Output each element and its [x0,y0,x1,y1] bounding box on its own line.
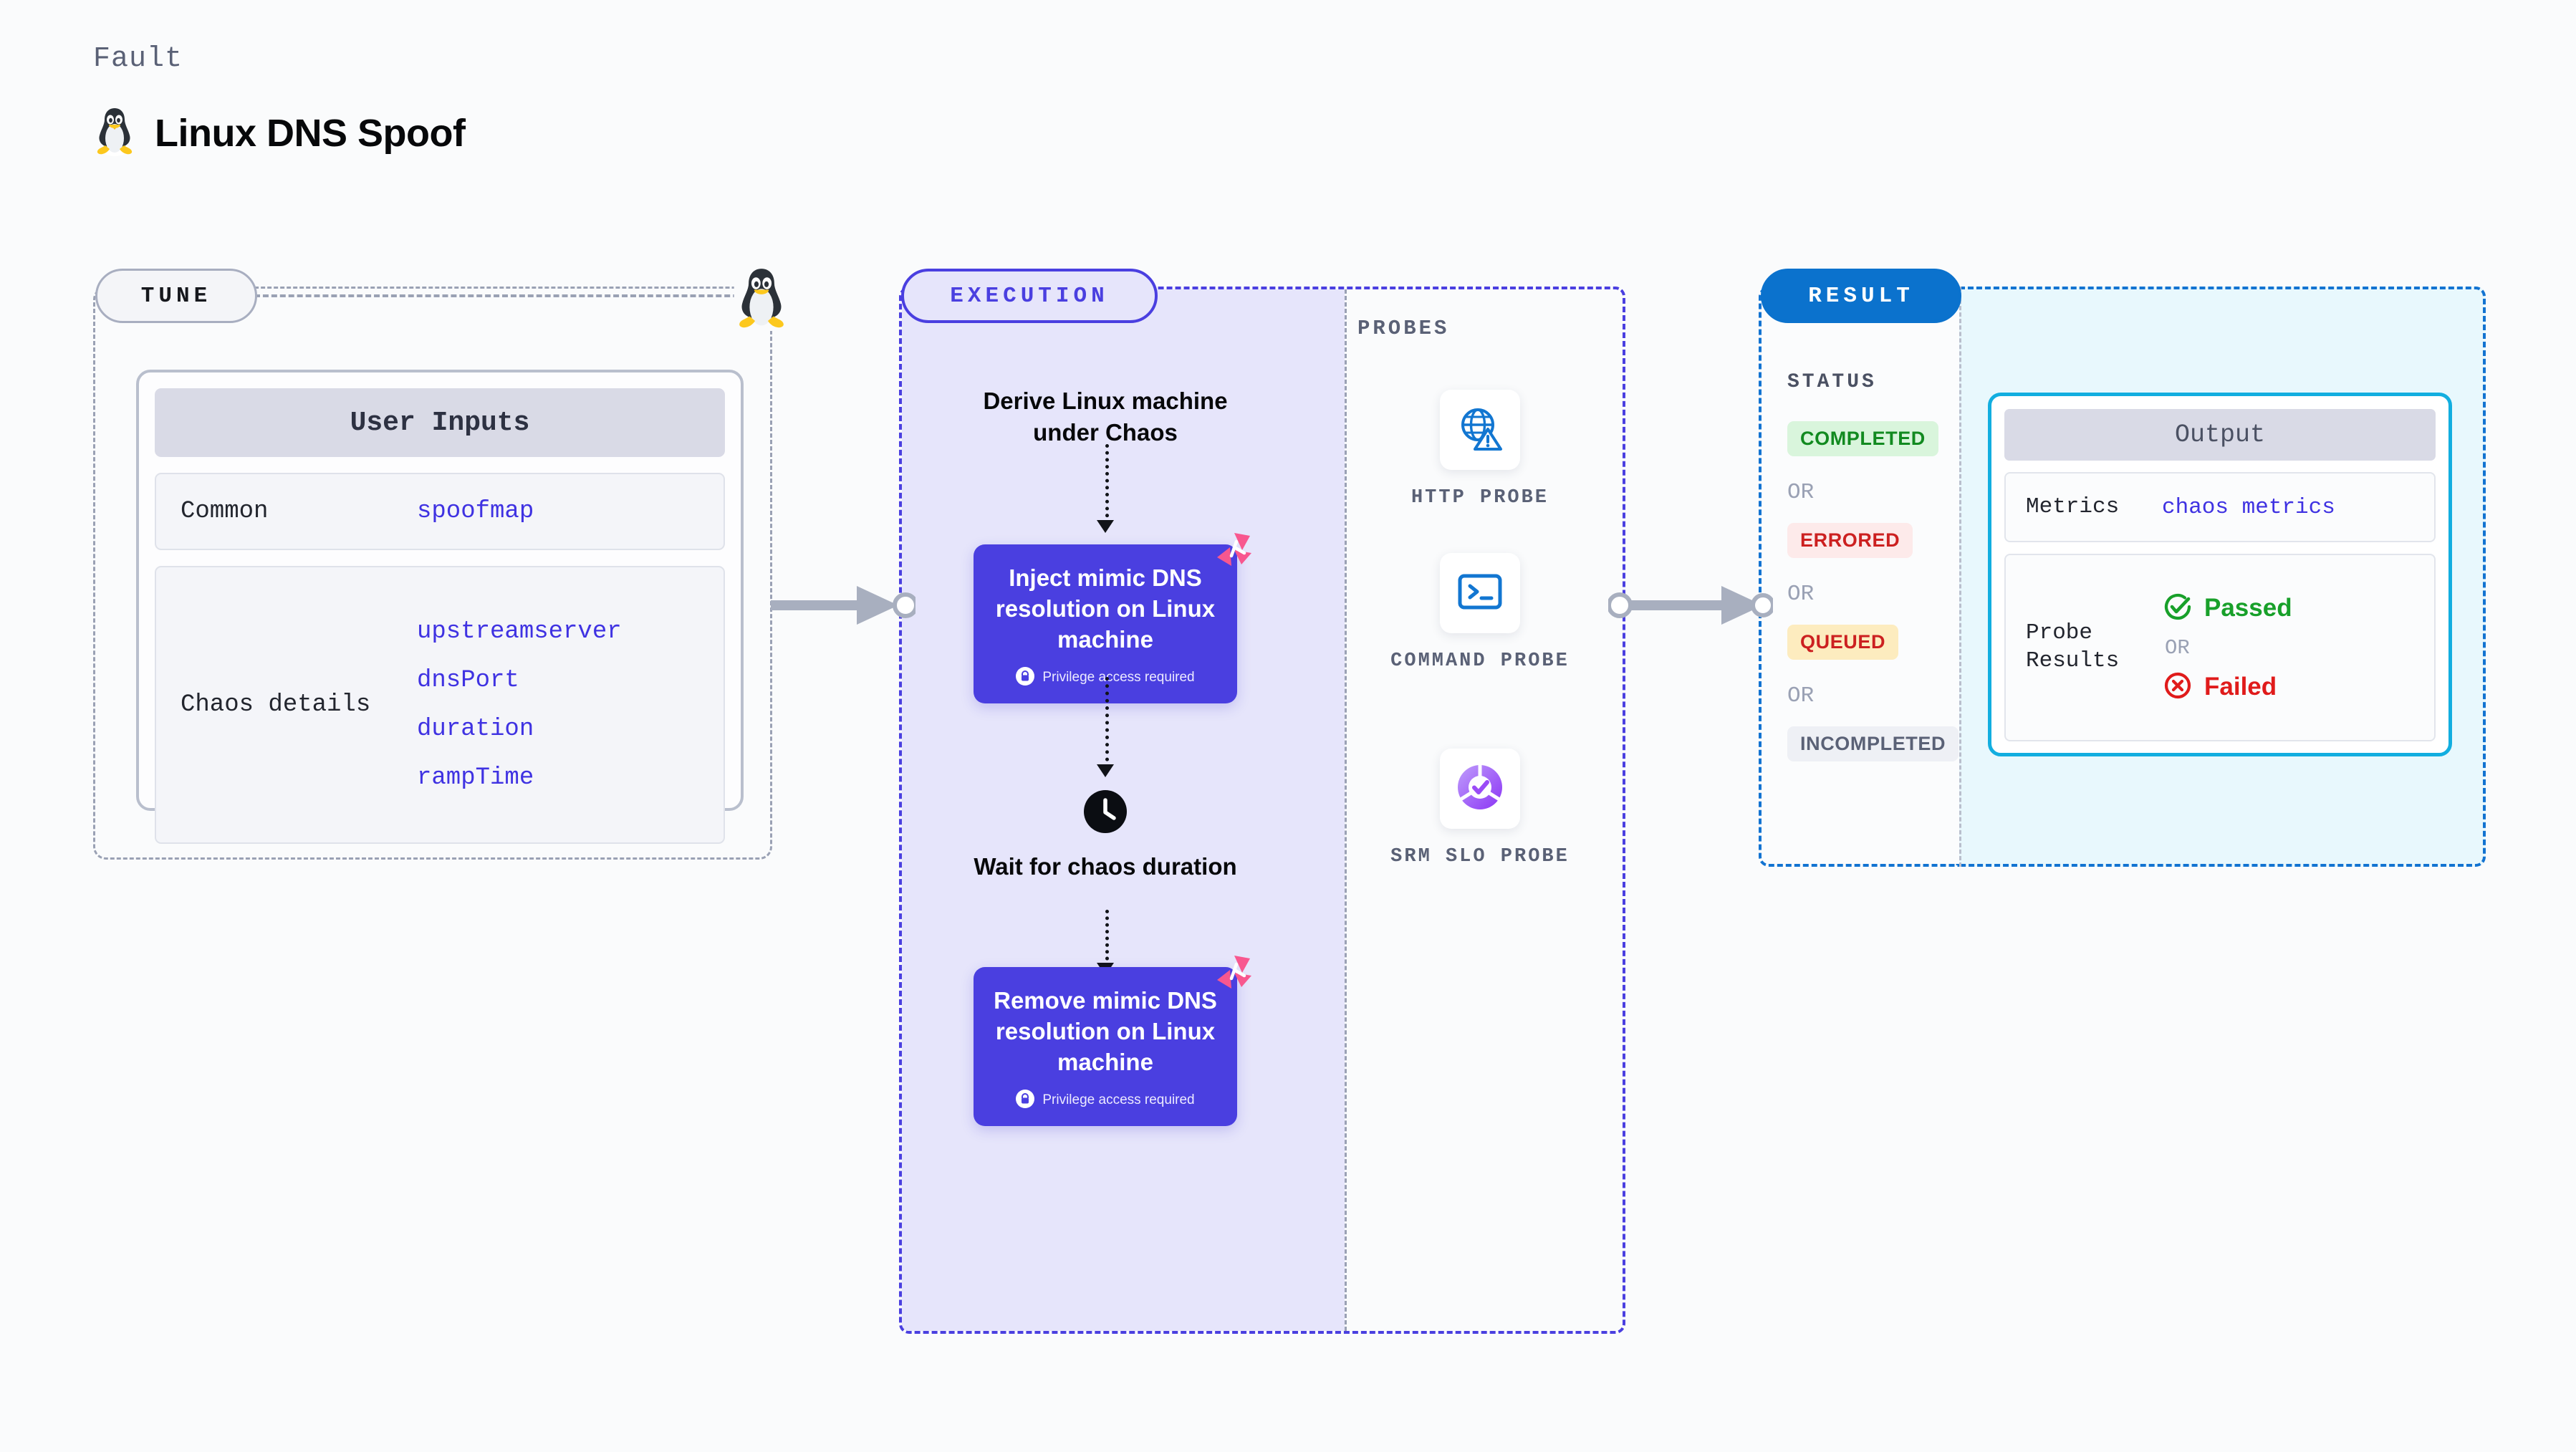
fault-eyebrow-label: Fault [93,43,183,75]
status-badge: COMPLETED [1787,421,1938,456]
probe-tile [1440,390,1520,470]
clock-icon [1084,790,1127,833]
output-metrics-value: chaos metrics [2162,494,2335,520]
execution-step-inject-box[interactable]: Inject mimic DNS resolution on Linux mac… [974,533,1251,703]
status-section-label: STATUS [1787,371,1877,393]
input-value: upstreamserver [417,618,622,645]
flow-arrow-execution-to-result [1607,573,1775,641]
probe-label: HTTP PROBE [1410,487,1549,509]
input-row-key: Common [181,497,269,525]
tux-penguin-corner-icon [731,265,792,331]
input-value: spoofmap [417,498,534,525]
probes-divider [1345,289,1347,1331]
tune-top-dashed-line [254,294,756,297]
connector-line [1105,677,1109,769]
connector-arrowhead [1097,520,1114,533]
probe-item-srm-slo[interactable]: SRM SLO PROBE [1373,749,1587,870]
execution-step-derive-label: Derive Linux machine under Chaos [983,388,1228,446]
status-divider [1959,287,1961,867]
privilege-notice: Privilege access required [1016,1089,1195,1112]
connector-line [1105,444,1109,524]
probe-item-http[interactable]: HTTP PROBE [1373,390,1587,511]
input-value: dnsPort [417,667,519,694]
status-badge: ERRORED [1787,523,1913,558]
output-title: Output [2004,409,2436,461]
page-title-row: Linux DNS Spoof [93,105,466,160]
tux-penguin-icon [93,105,136,160]
probe-label: COMMAND PROBE [1390,650,1570,672]
probe-results-values: Passed OR Failed [2162,591,2292,705]
table-row: Probe Results Passed OR [2004,554,2436,741]
privilege-notice: Privilege access required [1016,666,1195,689]
probe-result-failed: Failed [2162,670,2292,705]
lock-icon [1016,666,1035,689]
donut-check-icon [1455,762,1505,816]
execution-step-label: Inject mimic DNS resolution on Linux mac… [995,564,1216,653]
x-circle-icon [2162,670,2193,705]
output-row-key: Probe Results [2026,620,2120,673]
input-row-values: spoofmap [417,498,534,525]
output-card: Output Metrics chaos metrics Probe Resul… [1988,393,2452,756]
user-inputs-title: User Inputs [155,388,725,457]
probe-failed-label: Failed [2204,673,2277,701]
probe-passed-label: Passed [2204,594,2292,622]
lock-icon [1016,1089,1035,1112]
connector-arrowhead [1097,764,1114,777]
connector-line [1105,910,1109,967]
litmus-logo-icon [1213,532,1253,569]
probe-tile [1440,749,1520,829]
page-title: Linux DNS Spoof [155,111,466,155]
status-panel [1759,287,1959,867]
status-or-label: OR [1787,582,1815,607]
litmus-logo-icon [1213,954,1253,991]
execution-step-remove-box[interactable]: Remove mimic DNS resolution on Linux mac… [974,956,1251,1126]
page-header: Fault Linux DNS Spoof [93,43,466,160]
execution-pill-label: EXECUTION [901,269,1158,323]
tune-panel [93,287,772,860]
status-or-label: OR [1787,683,1815,708]
status-badge: QUEUED [1787,625,1899,660]
terminal-prompt-icon [1457,572,1503,615]
probe-or-label: OR [2165,635,2190,660]
probes-section-label: PROBES [1357,317,1450,340]
flow-arrow-tune-to-execution [765,573,918,641]
input-value: rampTime [417,764,534,792]
result-pill-label: RESULT [1761,269,1961,323]
check-circle-icon [2162,591,2193,626]
status-or-label: OR [1787,480,1815,505]
table-row: Metrics chaos metrics [2004,472,2436,542]
user-inputs-card: User Inputs Common spoofmap Chaos detail… [136,370,744,844]
input-row-values: upstreamserver dnsPort duration rampTime [417,618,622,792]
privilege-notice-text: Privilege access required [1042,1092,1195,1108]
probe-label: SRM SLO PROBE [1390,846,1570,867]
input-value: duration [417,716,534,743]
probe-result-passed: Passed [2162,591,2292,626]
tune-pill-label: TUNE [95,269,257,323]
table-row: Common spoofmap [155,473,725,550]
status-badge: INCOMPLETED [1787,726,1959,761]
globe-warning-icon [1456,405,1504,456]
execution-step-label: Remove mimic DNS resolution on Linux mac… [994,987,1217,1075]
input-row-key: Chaos details [181,691,371,718]
execution-step-wait-label: Wait for chaos duration [974,853,1237,880]
output-row-key: Metrics [2026,494,2120,519]
probe-item-command[interactable]: COMMAND PROBE [1373,553,1587,675]
probe-tile [1440,553,1520,633]
table-row: Chaos details upstreamserver dnsPort dur… [155,566,725,844]
privilege-notice-text: Privilege access required [1042,670,1195,686]
